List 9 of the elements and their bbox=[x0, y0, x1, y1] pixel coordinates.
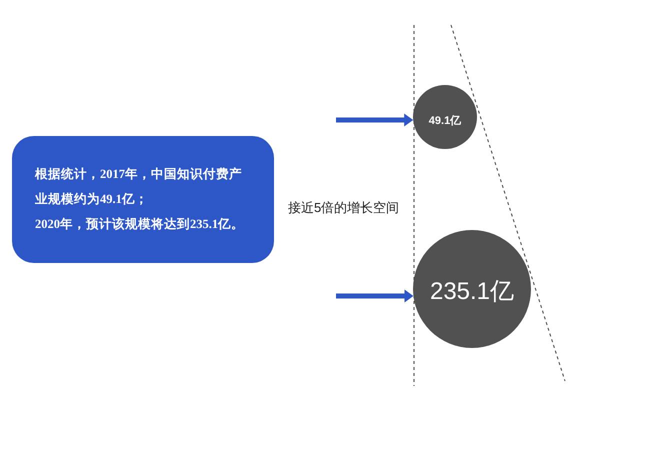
summary-panel bbox=[12, 136, 274, 263]
arrow bbox=[336, 114, 414, 126]
value-label: 49.1亿 bbox=[428, 114, 462, 128]
arrow bbox=[336, 290, 414, 302]
summary-text: 根据统计，2017年，中国知识付费产业规模约为49.1亿； bbox=[35, 166, 243, 208]
value-label: 235.1亿 bbox=[430, 277, 514, 307]
growth-note: 接近5倍的增长空间 bbox=[288, 199, 400, 217]
value-circle bbox=[413, 85, 477, 149]
forecast-text: 2020年，预计该规模将达到235.1亿。 bbox=[35, 216, 246, 233]
